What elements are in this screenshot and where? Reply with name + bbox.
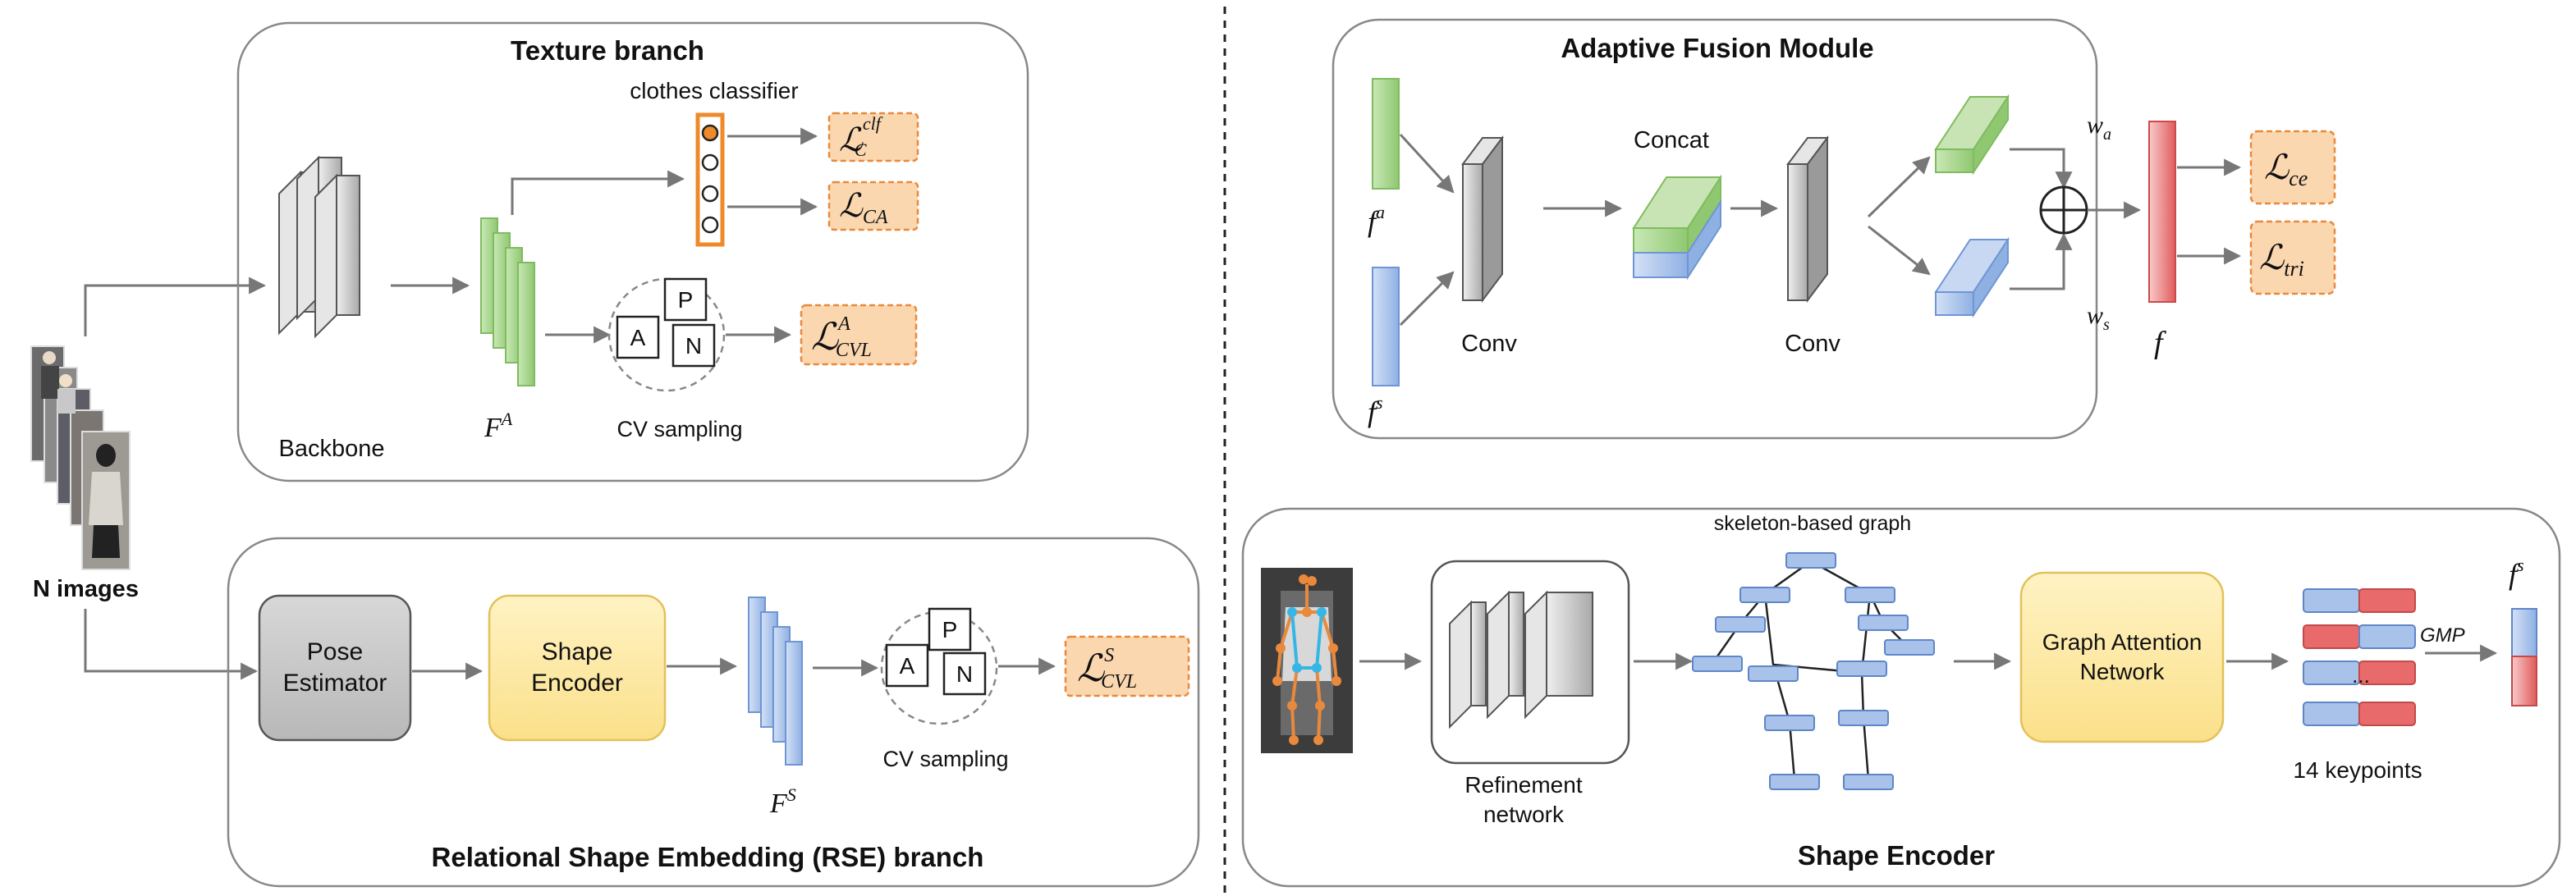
negative-letter: N [685,333,702,359]
cv-sampling-label-rse: CV sampling [882,747,1008,771]
concat-block [1632,174,1722,281]
classifier-node [701,124,719,142]
negative-sample [672,323,716,368]
classifier-label: clothes classifier [630,78,798,103]
texture-branch-title: Texture branch [511,35,704,66]
keypoints-label: 14 keypoints [2293,757,2422,783]
refinement-label-line2: network [1483,802,1565,827]
conv2-label: Conv [1785,331,1840,357]
loss-tri-label: ℒtri [2259,240,2304,281]
fused-feature-bar [2148,121,2176,303]
conv2-block [1786,135,1829,303]
loss-tri-box [2249,220,2336,295]
feature-fs-label: FS [769,784,796,819]
feature-map-fs [748,597,803,766]
fs-output-red [2511,656,2537,706]
anchor-letter: A [630,325,646,350]
classifier-node [701,185,719,203]
arrow-fs-to-conv [1399,271,1455,327]
arrow-ws-to-sum [2010,232,2073,290]
ellipsis-label: ... [2352,663,2370,688]
fusion-module-box [1332,18,2098,440]
refinement-network-icon [1449,590,1593,729]
feature-fs-bar [1372,267,1400,386]
refinement-network-box [1430,560,1630,765]
rse-branch-title: Relational Shape Embedding (RSE) branch [432,842,984,872]
arrow-to-backbone [84,277,267,336]
feature-fa-bar [1372,78,1400,190]
f-label: f [2154,326,2166,360]
conv1-label: Conv [1461,331,1517,357]
negative-sample [942,651,987,696]
gmp-label: GMP [2420,624,2465,647]
concat-label: Concat [1634,127,1709,153]
backbone-label: Backbone [279,436,385,462]
pose-estimator-label-line2: Estimator [283,670,387,697]
graph-attention-network-block [2019,571,2225,743]
positive-sample [663,277,708,322]
anchor-letter: A [900,653,915,679]
graph-label: skeleton-based graph [1714,512,1911,535]
fs-label: fs [1368,392,1383,428]
keypoint-features [2303,588,2416,726]
fs-output-blue [2511,608,2537,657]
shape-encoder-title: Shape Encoder [1798,840,1995,871]
arrow-conv2-to-ws [1868,225,1931,276]
loss-ce-label: ℒce [2264,149,2308,190]
pose-estimator-label-line1: Pose [307,638,363,665]
anchor-sample [616,315,660,359]
positive-sample [928,607,972,651]
shape-encoder-label-line2: Encoder [531,670,623,697]
positive-letter: P [942,617,958,642]
pose-image [1261,568,1353,753]
loss-clf-box [827,112,919,162]
gat-label-line2: Network [2080,659,2166,684]
conv1-block [1461,135,1504,303]
arrow-to-pose-estimator [84,609,259,680]
loss-ca-box [827,181,919,231]
weight-ws-block [1934,236,2010,318]
classifier-node [701,153,719,171]
positive-letter: P [678,287,694,313]
feature-map-fa [480,217,535,386]
ws-label: ws [2087,302,2110,334]
backbone-icon [278,157,360,337]
loss-ca-label: ℒCA [839,187,888,228]
classifier-node [701,216,719,234]
negative-letter: N [956,661,973,687]
arrow-fa-to-conv [1399,133,1455,194]
gat-label-line1: Graph Attention [2042,629,2202,655]
shape-encoder-box [1241,507,2561,888]
wa-label: wa [2087,112,2111,144]
arrow-to-classifier [511,170,685,215]
n-images-label: N images [33,576,139,602]
shape-encoder-block [488,594,667,742]
fs-output-label: fs [2509,555,2524,591]
shape-encoder-label-line1: Shape [542,638,613,665]
feature-fa-label: FA [484,409,513,443]
cv-sampling-label-texture: CV sampling [616,417,742,441]
fa-label: fa [1368,202,1385,238]
loss-cvl-a-box [800,304,918,366]
rse-branch-box [227,537,1200,888]
pose-estimator-block [258,594,412,742]
fusion-module-title: Adaptive Fusion Module [1561,33,1873,63]
weight-wa-block [1934,94,2010,176]
arrow-wa-to-sum [2010,148,2073,190]
loss-ce-box [2249,130,2336,205]
refinement-label-line1: Refinement [1464,772,1582,798]
arrow-conv2-to-wa [1867,156,1931,218]
sum-icon [2039,185,2088,235]
skeleton-graph [1692,552,1935,790]
texture-branch-box [236,21,1029,482]
anchor-sample [885,643,929,688]
input-image-stack [30,345,131,570]
loss-cvl-s-box [1064,635,1190,697]
